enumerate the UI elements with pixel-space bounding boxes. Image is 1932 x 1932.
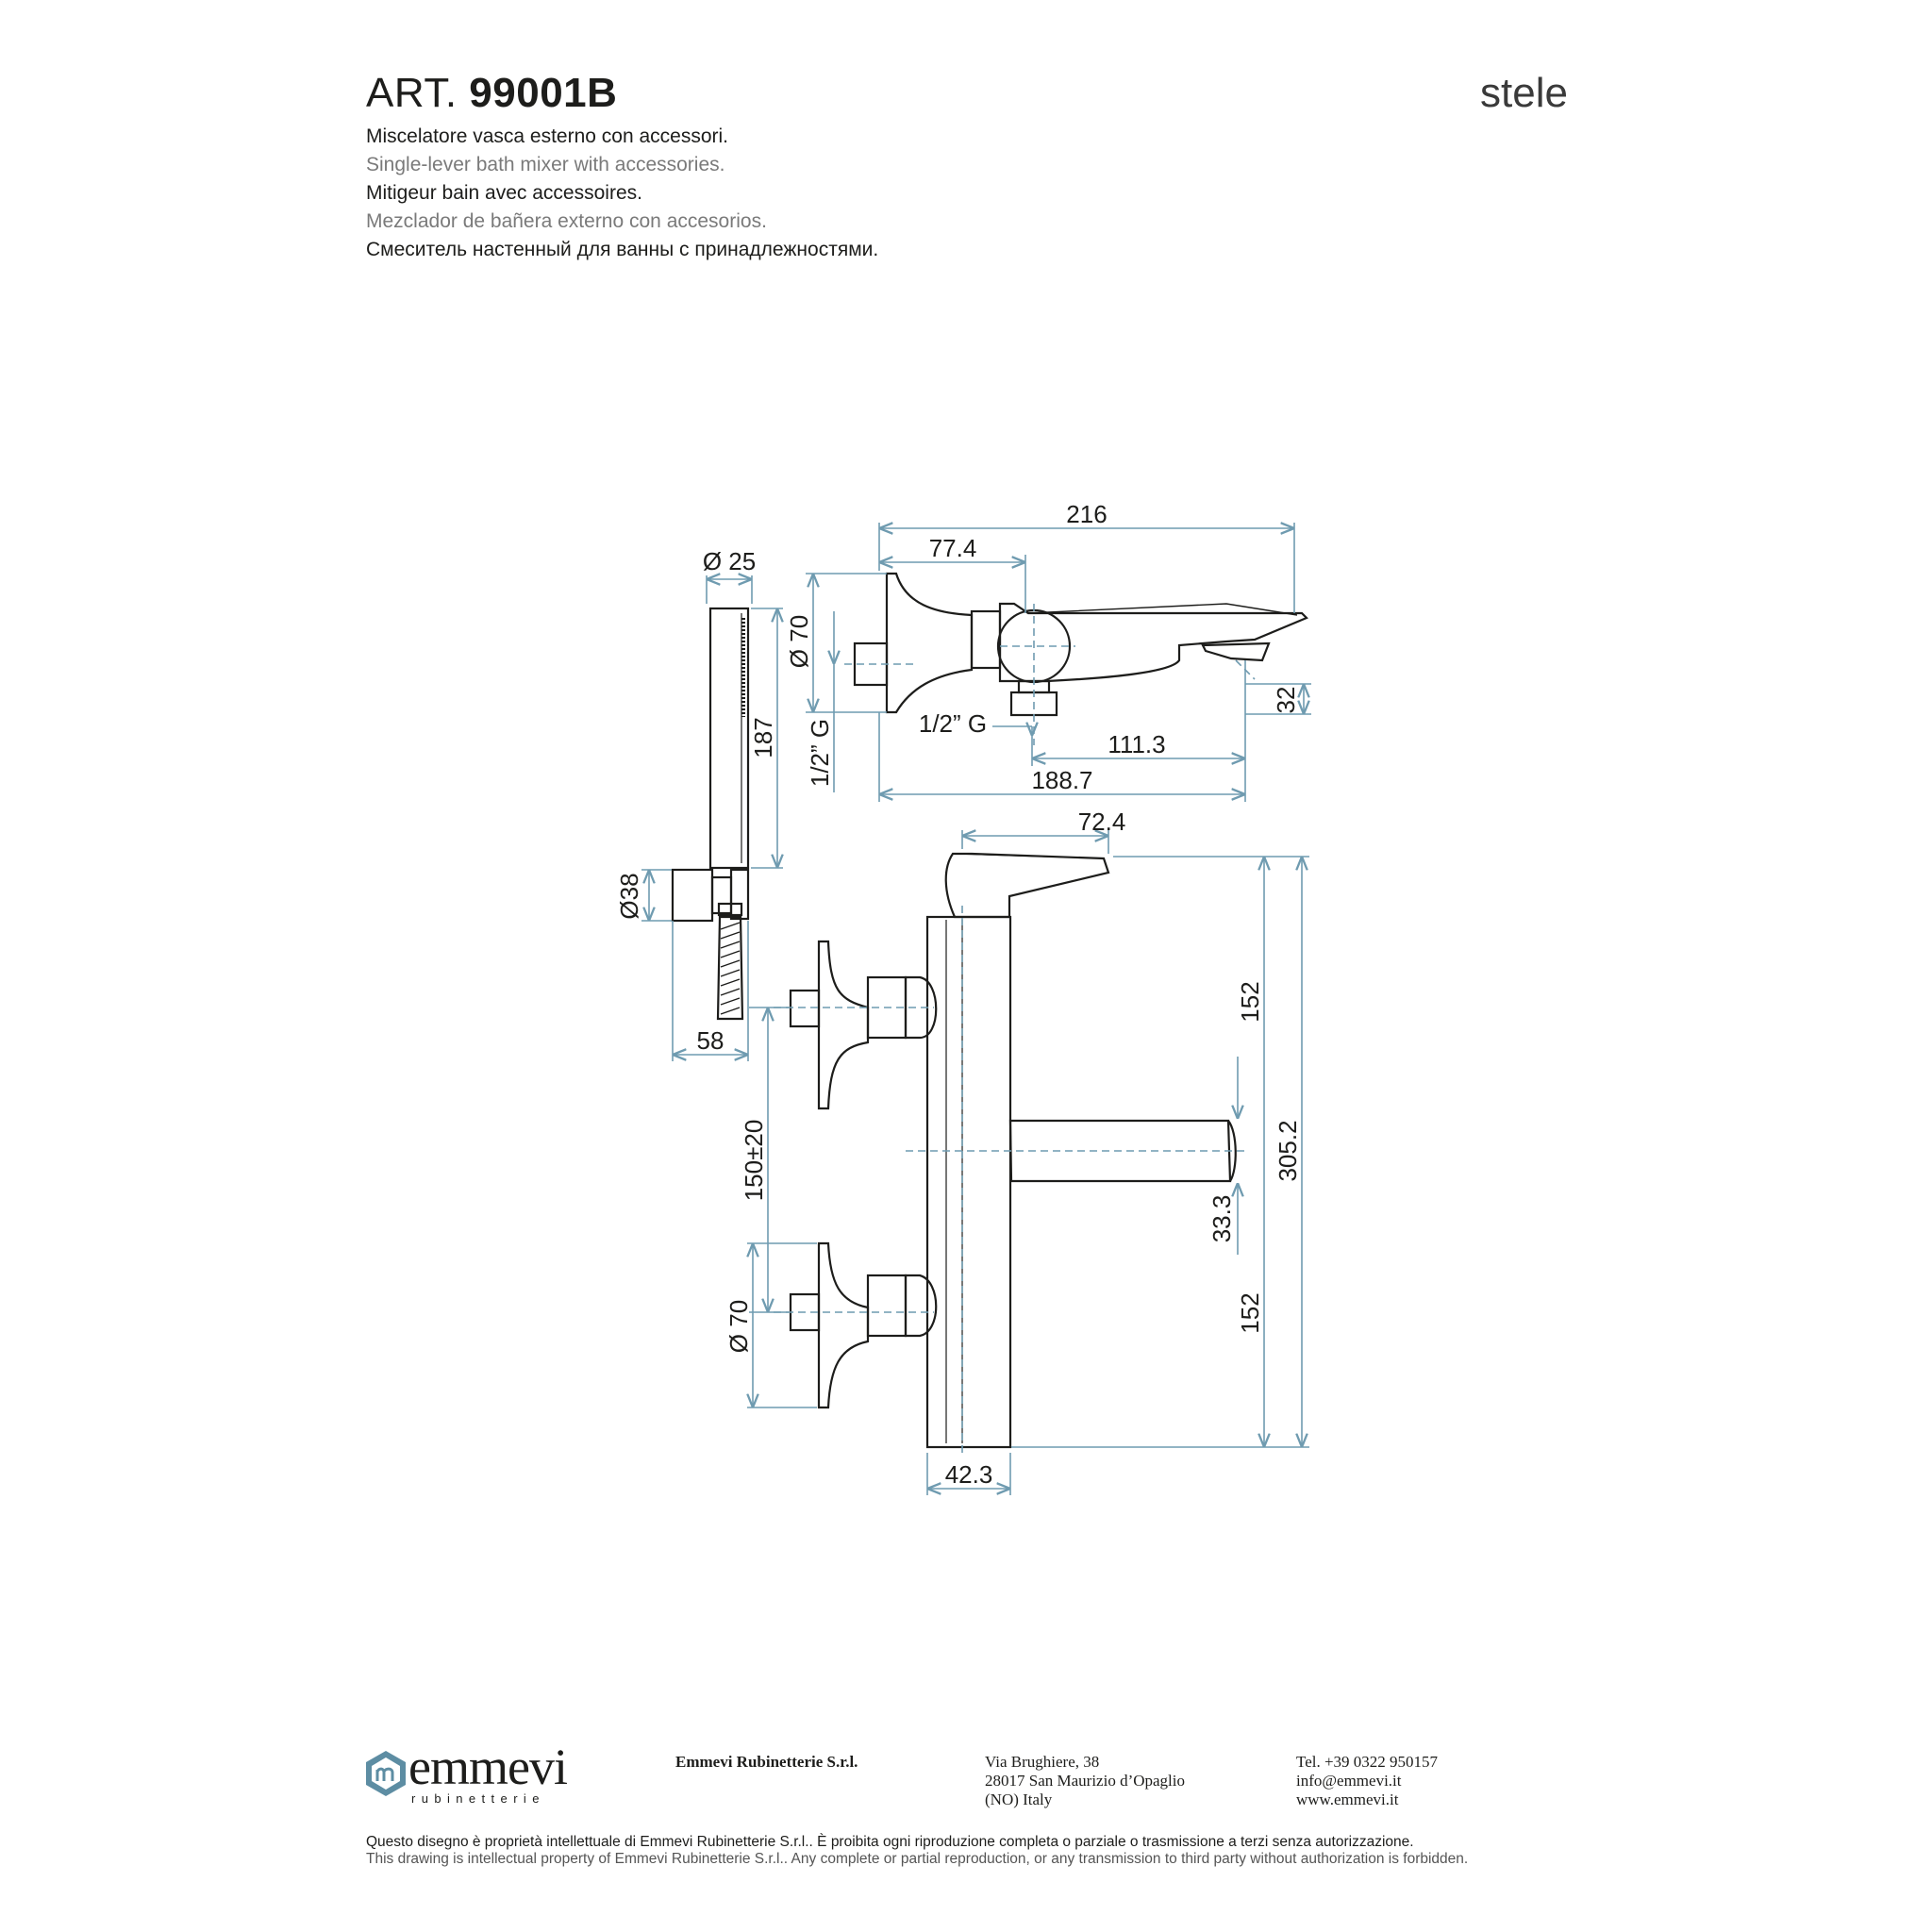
dim-holder-diameter: Ø38 — [615, 873, 643, 919]
dim-front-body-width: 42.3 — [945, 1460, 993, 1489]
description-en: Single-lever bath mixer with accessories… — [366, 154, 725, 175]
dim-top-outlet-height: 32 — [1272, 687, 1300, 714]
description-ru: Смеситель настенный для ванны с принадле… — [366, 239, 879, 260]
front-view — [789, 852, 1237, 1449]
logo-wordmark: emmevi — [408, 1739, 568, 1795]
article-code: 99001B — [469, 70, 618, 116]
legal-notice-it: Questo disegno è proprietà intellettuale… — [366, 1834, 1414, 1850]
front-body — [925, 915, 1012, 1449]
company-address: Via Brughiere, 38 28017 San Maurizio d’O… — [985, 1753, 1185, 1809]
dim-top-total-depth: 216 — [1066, 500, 1107, 528]
dim-front-centres: 150±20 — [740, 1120, 768, 1202]
dim-top-outlet-to-spout: 111.3 — [1108, 730, 1165, 758]
dim-front-spout-height: 33.3 — [1208, 1195, 1236, 1243]
dim-front-lever-width: 72.4 — [1078, 808, 1126, 836]
dim-top-thread-left: 1/2” G — [806, 719, 834, 787]
top-dimensions — [806, 523, 1311, 802]
dim-top-wall-to-spout: 188.7 — [1031, 766, 1092, 794]
address-line: (NO) Italy — [985, 1790, 1053, 1808]
front-dimensions — [747, 830, 1309, 1495]
upper-flange — [817, 940, 870, 1110]
dim-top-flange-diameter: Ø 70 — [785, 615, 813, 668]
top-view — [853, 572, 1308, 717]
address-line: 28017 San Maurizio d’Opaglio — [985, 1772, 1185, 1790]
article-prefix: ART. — [366, 70, 458, 116]
company-contact: Tel. +39 0322 950157 info@emmevi.it www.… — [1296, 1753, 1438, 1809]
dim-front-total-height: 305.2 — [1274, 1120, 1302, 1181]
front-lever — [944, 852, 1110, 919]
logo-subtitle: rubinetterie — [411, 1791, 545, 1806]
dim-handshower-diameter: Ø 25 — [703, 547, 756, 575]
dim-holder-projection: 58 — [697, 1026, 724, 1055]
handshower-body — [708, 607, 750, 870]
article-title: ART. 99001B — [366, 70, 617, 117]
description-fr: Mitigeur bain avec accessoires. — [366, 182, 642, 204]
contact-website[interactable]: www.emmevi.it — [1296, 1790, 1399, 1808]
handshower-dimensions — [641, 575, 783, 1061]
collection-name: stele — [1480, 70, 1568, 116]
emmevi-logo-icon — [366, 1751, 406, 1796]
description-it: Miscelatore vasca esterno con accessori. — [366, 125, 728, 147]
company-name: Emmevi Rubinetterie S.r.l. — [675, 1753, 858, 1771]
address-line: Via Brughiere, 38 — [985, 1753, 1100, 1771]
holder-flange — [671, 868, 714, 923]
dim-front-lower-half: 152 — [1236, 1292, 1264, 1333]
top-body — [998, 602, 1308, 683]
contact-phone: Tel. +39 0322 950157 — [1296, 1753, 1439, 1771]
dim-top-lever-offset: 77.4 — [929, 534, 977, 562]
description-es: Mezclador de bañera externo con accesori… — [366, 210, 767, 232]
handshower-view — [671, 607, 750, 1021]
lower-flange — [817, 1241, 870, 1409]
hose — [716, 915, 744, 1021]
dim-front-upper-half: 152 — [1236, 981, 1264, 1022]
dim-top-thread-bottom: 1/2” G — [919, 709, 987, 738]
dim-handshower-length: 187 — [749, 717, 777, 758]
legal-notice-en: This drawing is intellectual property of… — [366, 1851, 1469, 1867]
top-flange — [885, 572, 974, 714]
dim-front-flange-diameter: Ø 70 — [724, 1300, 753, 1353]
contact-email[interactable]: info@emmevi.it — [1296, 1772, 1402, 1790]
